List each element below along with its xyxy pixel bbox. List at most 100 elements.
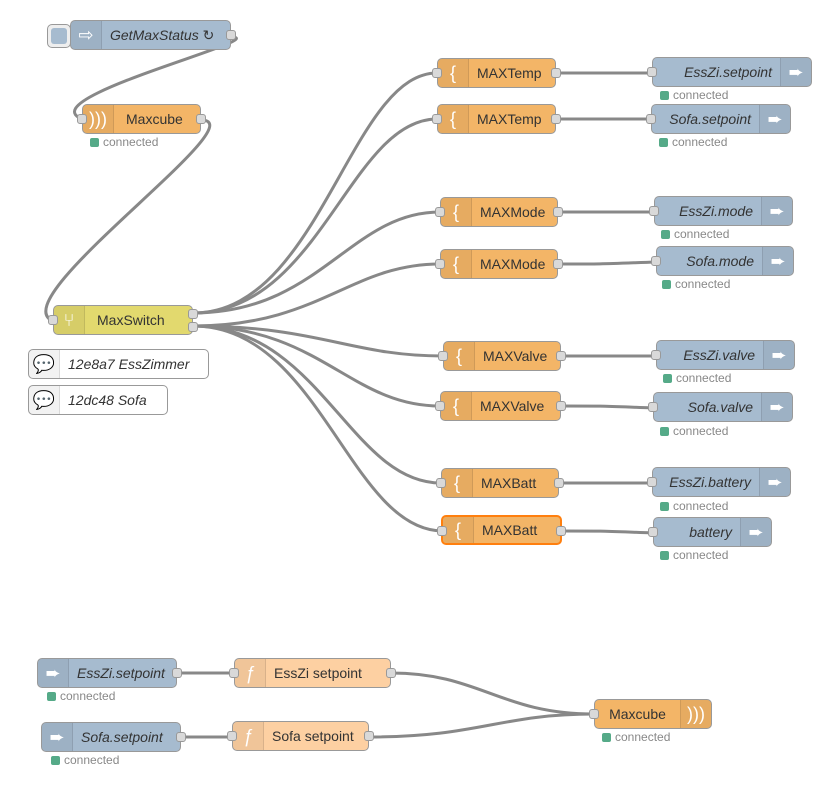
status-dot-icon <box>47 691 56 701</box>
status-dot-icon <box>660 550 669 560</box>
input-port[interactable] <box>435 207 445 217</box>
node-status: connected <box>660 88 728 102</box>
arrow-right-icon: ➨ <box>763 341 794 369</box>
template-node[interactable]: { MAXMode <box>435 249 563 279</box>
node-label: MAXTemp <box>477 65 542 81</box>
node-label: EssZi.mode <box>679 203 753 219</box>
wire <box>192 262 441 328</box>
output-port[interactable] <box>172 668 182 678</box>
output-node[interactable]: Sofa.setpoint ➨ <box>646 104 791 134</box>
node-label: GetMaxStatus ↻ <box>110 26 215 43</box>
brace-icon: { <box>438 59 469 87</box>
input-port[interactable] <box>436 478 446 488</box>
template-node[interactable]: { MAXMode <box>435 197 563 227</box>
output-port[interactable] <box>556 351 566 361</box>
template-node[interactable]: { MAXValve <box>438 341 566 371</box>
input-port[interactable] <box>589 709 599 719</box>
input-port[interactable] <box>229 668 239 678</box>
node-label: 12e8a7 EssZimmer <box>68 356 190 372</box>
output-port-1[interactable] <box>188 309 198 319</box>
node-label: Maxcube <box>609 706 666 722</box>
input-port[interactable] <box>648 527 658 537</box>
node-label: 12dc48 Sofa <box>68 392 147 408</box>
input-link-node[interactable]: ➨ Sofa.setpoint <box>41 722 186 752</box>
status-dot-icon <box>660 501 669 511</box>
function-node[interactable]: ƒ EssZi setpoint <box>229 658 396 688</box>
input-link-node[interactable]: ➨ EssZi.setpoint <box>37 658 182 688</box>
arrow-right-icon: ➨ <box>761 393 792 421</box>
template-node-selected[interactable]: { MAXBatt <box>437 515 566 545</box>
template-node[interactable]: { MAXBatt <box>436 468 564 498</box>
output-port[interactable] <box>553 259 563 269</box>
node-label: EssZi.setpoint <box>77 665 165 681</box>
output-node[interactable]: EssZi.valve ➨ <box>651 340 795 370</box>
comment-node[interactable]: 💬 12dc48 Sofa <box>28 385 168 415</box>
node-label: Sofa.setpoint <box>669 111 751 127</box>
output-node[interactable]: Sofa.mode ➨ <box>651 246 794 276</box>
status-dot-icon <box>663 373 672 383</box>
maxcube-out-node[interactable]: Maxcube ))) <box>589 699 712 729</box>
input-port[interactable] <box>435 259 445 269</box>
input-port[interactable] <box>435 401 445 411</box>
input-port[interactable] <box>651 256 661 266</box>
node-label: Sofa.setpoint <box>81 729 163 745</box>
input-port[interactable] <box>48 315 58 325</box>
node-label: MAXMode <box>480 256 546 272</box>
status-dot-icon <box>659 137 668 147</box>
input-port[interactable] <box>649 206 659 216</box>
output-port[interactable] <box>196 114 206 124</box>
input-port[interactable] <box>432 114 442 124</box>
input-port[interactable] <box>651 350 661 360</box>
node-label: EssZi setpoint <box>274 665 362 681</box>
input-port[interactable] <box>438 351 448 361</box>
template-node[interactable]: { MAXTemp <box>432 58 561 88</box>
switch-node-maxswitch[interactable]: ⑂ MaxSwitch <box>48 305 198 335</box>
node-status: connected <box>660 548 728 562</box>
output-node[interactable]: battery ➨ <box>648 517 772 547</box>
output-port[interactable] <box>551 114 561 124</box>
node-label: MaxSwitch <box>97 312 165 328</box>
template-node[interactable]: { MAXTemp <box>432 104 561 134</box>
output-port[interactable] <box>556 401 566 411</box>
output-port[interactable] <box>364 731 374 741</box>
output-port[interactable] <box>226 30 236 40</box>
comment-node[interactable]: 💬 12e8a7 EssZimmer <box>28 349 209 379</box>
input-port[interactable] <box>646 114 656 124</box>
output-port[interactable] <box>553 207 563 217</box>
wire <box>192 324 442 485</box>
function-node[interactable]: ƒ Sofa setpoint <box>227 721 374 751</box>
template-node[interactable]: { MAXValve <box>435 391 566 421</box>
inject-arrow-icon: ⇨ <box>71 21 102 49</box>
inject-node-getmaxstatus[interactable]: ⇨ GetMaxStatus ↻ <box>70 20 236 50</box>
input-port[interactable] <box>437 526 447 536</box>
output-port[interactable] <box>176 732 186 742</box>
wire <box>390 671 595 716</box>
output-node[interactable]: EssZi.battery ➨ <box>647 467 791 497</box>
inject-trigger-button[interactable] <box>47 24 71 48</box>
node-status: connected <box>47 689 115 703</box>
output-port-2[interactable] <box>188 322 198 332</box>
wire <box>556 260 657 266</box>
input-port[interactable] <box>647 67 657 77</box>
input-port[interactable] <box>648 402 658 412</box>
output-node[interactable]: EssZi.setpoint ➨ <box>647 57 812 87</box>
node-label: EssZi.setpoint <box>684 64 772 80</box>
output-port[interactable] <box>554 478 564 488</box>
output-port[interactable] <box>556 526 566 536</box>
status-dot-icon <box>602 732 611 742</box>
function-f-icon: ƒ <box>233 722 264 750</box>
input-port[interactable] <box>77 114 87 124</box>
output-port[interactable] <box>386 668 396 678</box>
output-port[interactable] <box>551 68 561 78</box>
output-node[interactable]: EssZi.mode ➨ <box>649 196 793 226</box>
brace-icon: { <box>441 250 472 278</box>
input-port[interactable] <box>647 477 657 487</box>
wire <box>192 210 441 315</box>
input-port[interactable] <box>432 68 442 78</box>
maxcube-in-node[interactable]: ))) Maxcube <box>77 104 206 134</box>
output-node[interactable]: Sofa.valve ➨ <box>648 392 793 422</box>
comment-bubble-icon: 💬 <box>29 350 60 378</box>
input-port[interactable] <box>227 731 237 741</box>
node-label: Sofa.valve <box>687 399 753 415</box>
